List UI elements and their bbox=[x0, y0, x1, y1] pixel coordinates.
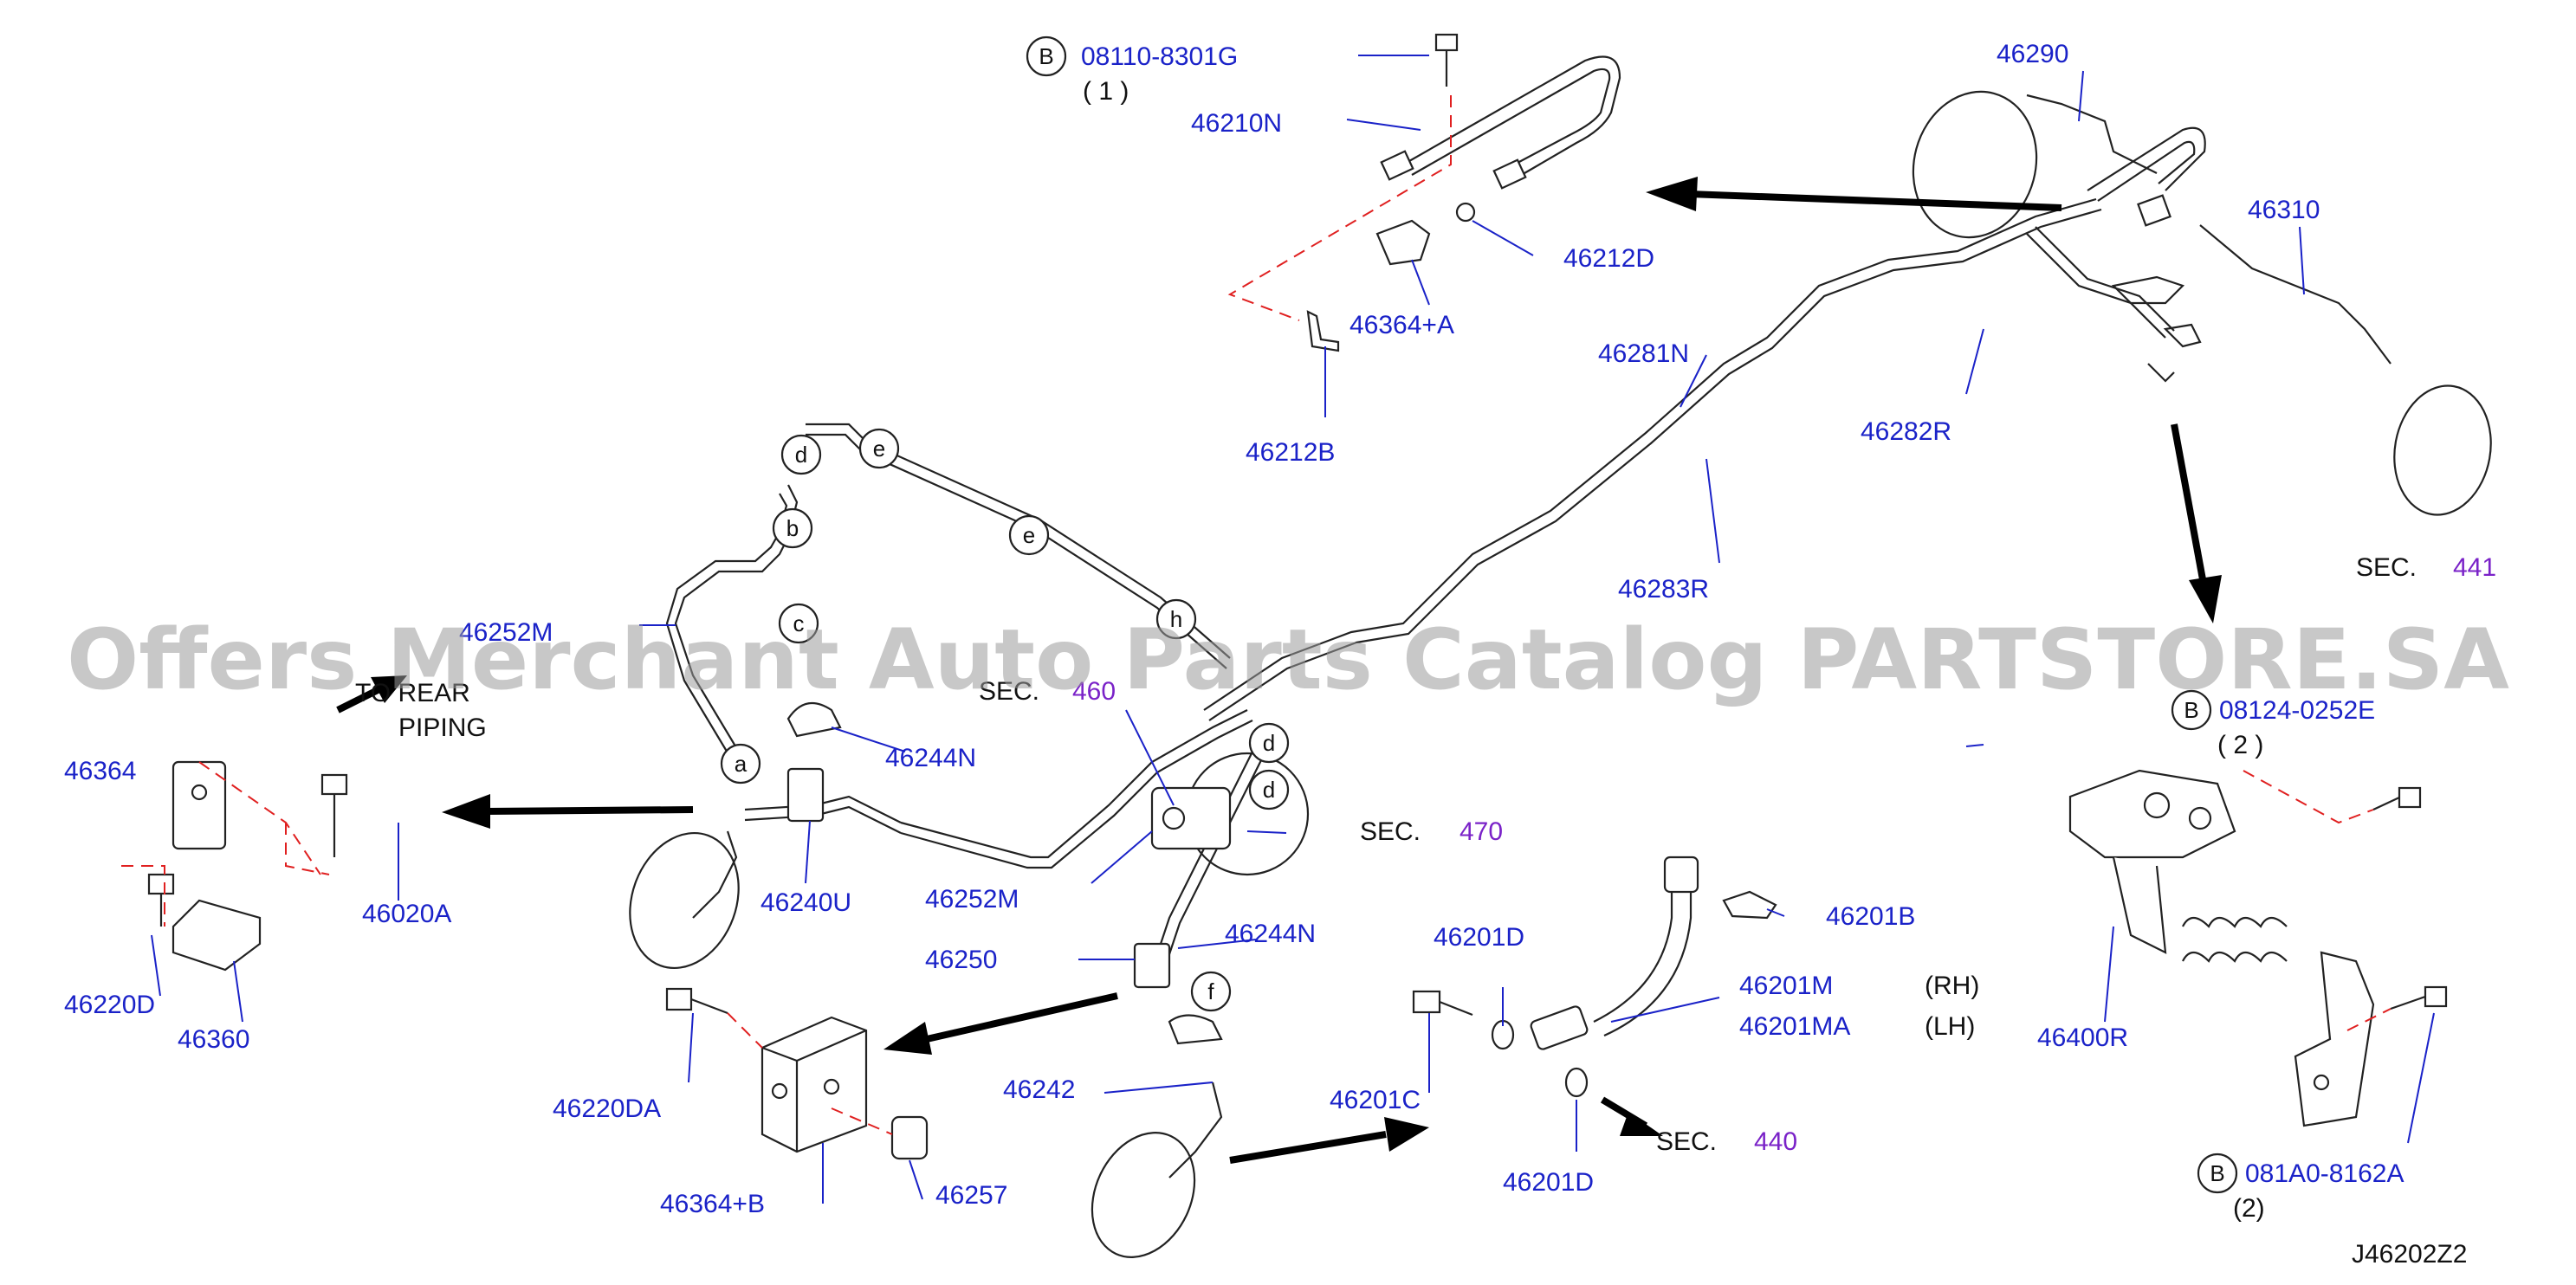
label-46020A: 46020A bbox=[362, 900, 451, 928]
label-081A0-8162A: 081A0-8162A bbox=[2245, 1159, 2404, 1188]
label-46244N-bottom: 46244N bbox=[1225, 920, 1316, 948]
sec-460-number: 460 bbox=[1072, 677, 1116, 706]
circle-e-1-letter: e bbox=[873, 436, 885, 462]
label-46220DA: 46220DA bbox=[553, 1095, 661, 1123]
label-46212B: 46212B bbox=[1246, 438, 1335, 467]
circle-b-letter: b bbox=[786, 515, 799, 541]
circle-B-top bbox=[1026, 36, 1067, 77]
label-46400R: 46400R bbox=[2037, 1023, 2128, 1052]
circle-B-right bbox=[2171, 689, 2212, 731]
label-46240U: 46240U bbox=[761, 888, 851, 917]
sec-470-prefix: SEC. bbox=[1360, 817, 1421, 846]
sec-440-number: 440 bbox=[1754, 1127, 1797, 1156]
clip-46244N bbox=[786, 701, 842, 738]
circle-d-2 bbox=[1248, 722, 1290, 764]
section-references: SEC. 460 SEC. 470 SEC. 441 SEC. 440 bbox=[979, 553, 2496, 1156]
valve-cluster bbox=[2111, 275, 2202, 383]
brake-pipe-main bbox=[665, 197, 2175, 976]
label-46364-B: 46364+B bbox=[660, 1190, 765, 1218]
label-46364-A: 46364+A bbox=[1349, 311, 1454, 339]
label-46290: 46290 bbox=[1997, 40, 2068, 68]
circle-d-1 bbox=[780, 434, 822, 475]
hose-46240U bbox=[629, 767, 825, 970]
part-labels: 08110-8301G ( 1 ) 46210N 46212D 46364+A … bbox=[64, 40, 2404, 1223]
circle-e-2 bbox=[1008, 514, 1050, 556]
label-qty-1: ( 1 ) bbox=[1083, 77, 1129, 106]
hose-46242 bbox=[1091, 942, 1223, 1258]
label-46201MA: 46201MA bbox=[1739, 1012, 1850, 1041]
label-46201D-top: 46201D bbox=[1434, 923, 1524, 952]
circle-B-bottom-letter: B bbox=[2210, 1160, 2224, 1186]
circle-d-3 bbox=[1248, 769, 1290, 810]
left-block-assembly bbox=[121, 760, 348, 972]
notes: TO REAR PIPING J46202Z2 bbox=[355, 679, 2467, 1269]
circle-d-2-letter: d bbox=[1263, 730, 1275, 756]
label-08110-8301G: 08110-8301G bbox=[1081, 42, 1238, 71]
label-46364: 46364 bbox=[64, 757, 136, 785]
label-46201D-bottom: 46201D bbox=[1503, 1168, 1594, 1197]
sec-441-prefix: SEC. bbox=[2356, 553, 2417, 582]
block-46364B bbox=[665, 987, 929, 1160]
label-46201B: 46201B bbox=[1826, 902, 1915, 931]
hose-46201M bbox=[1412, 856, 1777, 1098]
label-46282R: 46282R bbox=[1861, 417, 1951, 446]
label-piping: PIPING bbox=[398, 714, 487, 742]
master-cylinder bbox=[1150, 752, 1310, 876]
label-46244N-top: 46244N bbox=[885, 744, 976, 772]
watermark-text: Offers Merchant Auto Parts Catalog PARTS… bbox=[67, 611, 2509, 708]
label-qty-2: ( 2 ) bbox=[2217, 731, 2263, 759]
circle-B-top-letter: B bbox=[1039, 43, 1053, 69]
circle-b bbox=[772, 507, 813, 549]
circle-f bbox=[1190, 971, 1232, 1012]
circle-d-3-letter: d bbox=[1263, 777, 1275, 803]
sec-441-number: 441 bbox=[2453, 553, 2496, 582]
circle-a-letter: a bbox=[735, 751, 748, 777]
circle-B-right-letter: B bbox=[2184, 697, 2198, 723]
label-46220D: 46220D bbox=[64, 991, 155, 1019]
circle-e-2-letter: e bbox=[1023, 522, 1035, 548]
sec-460-prefix: SEC. bbox=[979, 677, 1039, 706]
label-46283R: 46283R bbox=[1618, 575, 1709, 604]
sec-470-number: 470 bbox=[1460, 817, 1503, 846]
label-46257: 46257 bbox=[935, 1181, 1007, 1210]
circle-e-1 bbox=[858, 428, 900, 469]
label-to-rear: TO REAR bbox=[355, 679, 470, 707]
label-46201C: 46201C bbox=[1330, 1086, 1421, 1114]
pipe-46210N bbox=[1306, 33, 1621, 352]
label-rh: (RH) bbox=[1925, 972, 1979, 1000]
label-46281N: 46281N bbox=[1598, 339, 1689, 368]
circle-d-1-letter: d bbox=[795, 442, 807, 468]
circle-B-bottom bbox=[2197, 1153, 2238, 1194]
label-qty-2b: (2) bbox=[2233, 1194, 2265, 1223]
label-46201M: 46201M bbox=[1739, 972, 1833, 1000]
circle-a bbox=[720, 743, 761, 785]
label-46250: 46250 bbox=[925, 946, 997, 974]
label-46310: 46310 bbox=[2248, 196, 2320, 224]
label-46252M: 46252M bbox=[925, 885, 1019, 914]
circle-c bbox=[778, 603, 819, 644]
direction-arrows bbox=[336, 177, 2222, 1164]
label-08124-0252E: 08124-0252E bbox=[2219, 696, 2375, 725]
label-46242: 46242 bbox=[1003, 1075, 1075, 1104]
label-lh: (LH) bbox=[1925, 1012, 1975, 1041]
circle-h-letter: h bbox=[1170, 606, 1182, 632]
leader-lines bbox=[151, 55, 2435, 1204]
valve-46400R bbox=[2068, 769, 2448, 1127]
label-46360: 46360 bbox=[178, 1025, 249, 1054]
phantom-lines bbox=[1227, 95, 1452, 321]
label-46210N: 46210N bbox=[1191, 109, 1282, 138]
label-46212D: 46212D bbox=[1563, 244, 1654, 273]
rear-hose-46290 bbox=[1912, 90, 2492, 516]
sec-440-prefix: SEC. bbox=[1656, 1127, 1717, 1156]
circle-h bbox=[1155, 598, 1197, 640]
circle-c-letter: c bbox=[793, 610, 805, 636]
circle-callouts: B B B d e b e c h a d d f bbox=[720, 36, 2238, 1194]
diagram-code: J46202Z2 bbox=[2352, 1240, 2467, 1269]
label-46252M-top: 46252M bbox=[459, 618, 553, 647]
circle-f-letter: f bbox=[1207, 978, 1214, 1004]
